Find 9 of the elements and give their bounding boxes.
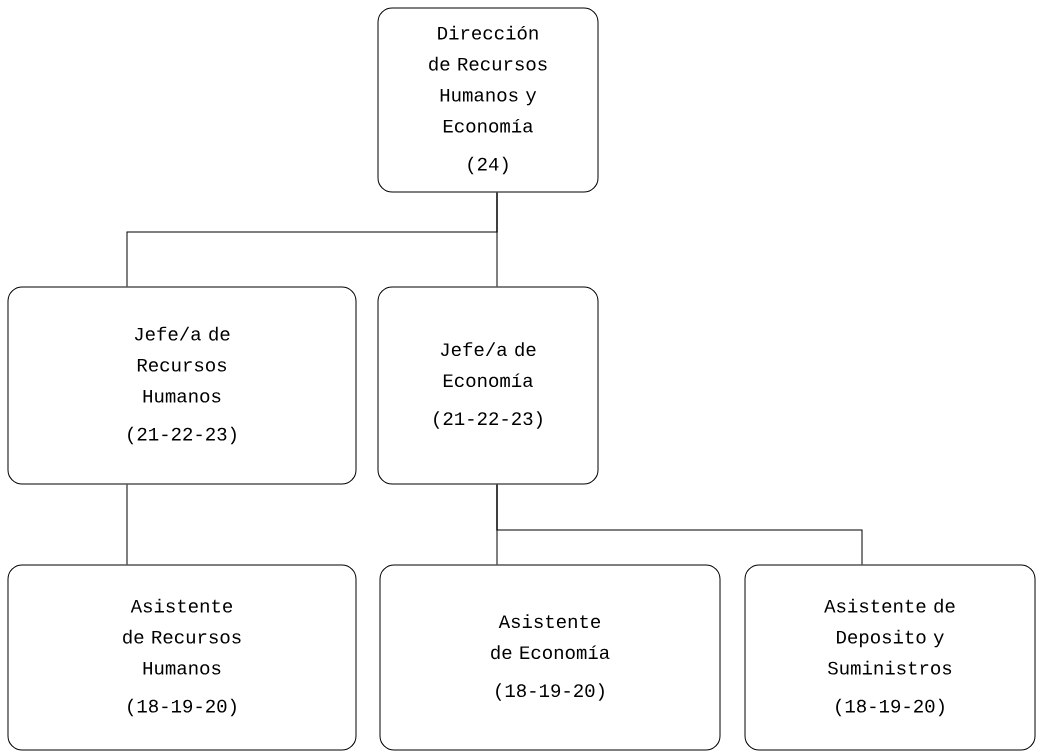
org-box: Dirección de Recursos Humanos y Economía (24) (377, 7, 599, 193)
connector-line (126, 484, 128, 565)
connector-line (496, 192, 498, 287)
org-box: Asistente de Deposito y Suministros (18-19-20) (744, 564, 1036, 751)
org-box: Asistente de Recursos Humanos (18-19-20) (7, 564, 357, 751)
org-box: Jefe/a de Recursos Humanos (21-22-23) (7, 286, 357, 485)
connector-line (496, 484, 863, 565)
org-box: Asistente de Economía (18-19-20) (379, 564, 721, 751)
org-box: Jefe/a de Economía (21-22-23) (377, 286, 599, 485)
